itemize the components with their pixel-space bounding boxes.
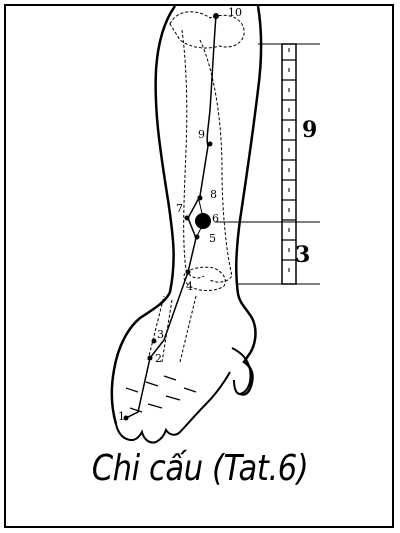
point-label-3: 3 — [157, 328, 164, 341]
measure-label-upper: 9 — [302, 117, 317, 143]
acupoint-marker-2 — [148, 356, 153, 361]
figure-caption: Chi cấu (Tat.6) — [30, 448, 370, 489]
point-label-4: 4 — [186, 280, 193, 293]
acupoint-marker-8 — [198, 196, 203, 201]
point-label-10: 10 — [228, 6, 242, 19]
knuckle-creases — [126, 376, 196, 412]
point-label-1: 1 — [118, 410, 125, 423]
point-label-7: 7 — [176, 202, 183, 215]
acupoint-marker-10 — [213, 13, 219, 19]
point-label-8: 8 — [210, 188, 217, 201]
acupoint-marker-3 — [152, 339, 157, 344]
acupoint-marker-9 — [208, 142, 213, 147]
point-label-5: 5 — [209, 232, 216, 245]
point-label-9: 9 — [198, 128, 205, 141]
point-label-2: 2 — [155, 352, 162, 365]
point-label-6: 6 — [212, 212, 219, 225]
acupoint-marker-7 — [185, 216, 190, 221]
acupoint-marker-6 — [195, 213, 211, 229]
fingers-outline — [116, 372, 230, 443]
measure-label-lower: 3 — [295, 242, 310, 268]
forearm-outline-right — [236, 6, 261, 395]
acupoint-marker-4 — [186, 270, 191, 275]
radius-bone — [182, 30, 204, 278]
forearm-outline — [112, 6, 175, 424]
ulna-bone — [200, 40, 232, 282]
acupoint-marker-5 — [195, 235, 200, 240]
